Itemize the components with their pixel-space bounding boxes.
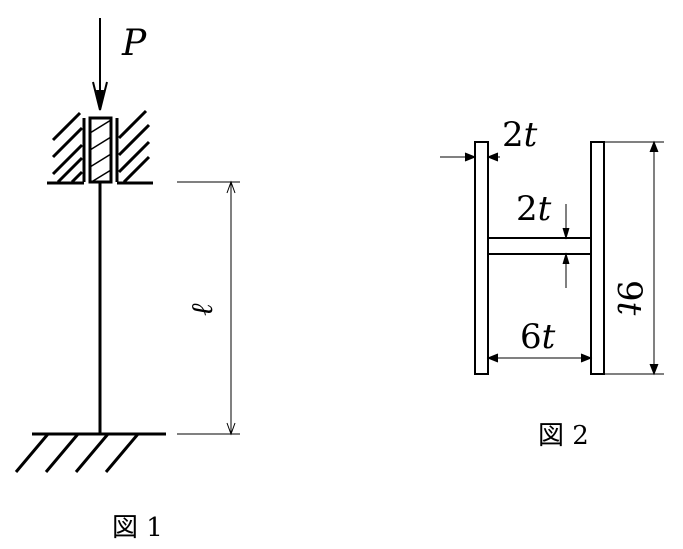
length-label: ℓ — [185, 303, 220, 316]
flange-thickness-label: 2t — [502, 115, 538, 155]
load-label: P — [121, 23, 147, 64]
left-flange — [474, 141, 489, 375]
height-dimension — [604, 140, 664, 376]
flange-thickness-dimension — [440, 152, 500, 162]
length-dimension — [177, 180, 240, 436]
web — [488, 237, 591, 255]
top-guide-support — [47, 109, 153, 185]
inner-width-label: 6t — [520, 317, 556, 357]
inner-width-dimension — [486, 353, 593, 363]
figure-1-caption: 図 1 — [112, 513, 163, 543]
figure-2-caption: 図 2 — [538, 421, 589, 451]
right-flange — [590, 141, 605, 375]
height-label: 9t — [609, 280, 649, 316]
web-thickness-label: 2t — [516, 189, 552, 229]
fixed-base-support — [14, 432, 166, 473]
figure-1: P — [14, 18, 240, 543]
load-arrow — [92, 18, 108, 111]
figure-2: 2t 2t 6t 9t 図 2 — [440, 115, 664, 451]
web-thickness-dimension — [562, 204, 570, 288]
